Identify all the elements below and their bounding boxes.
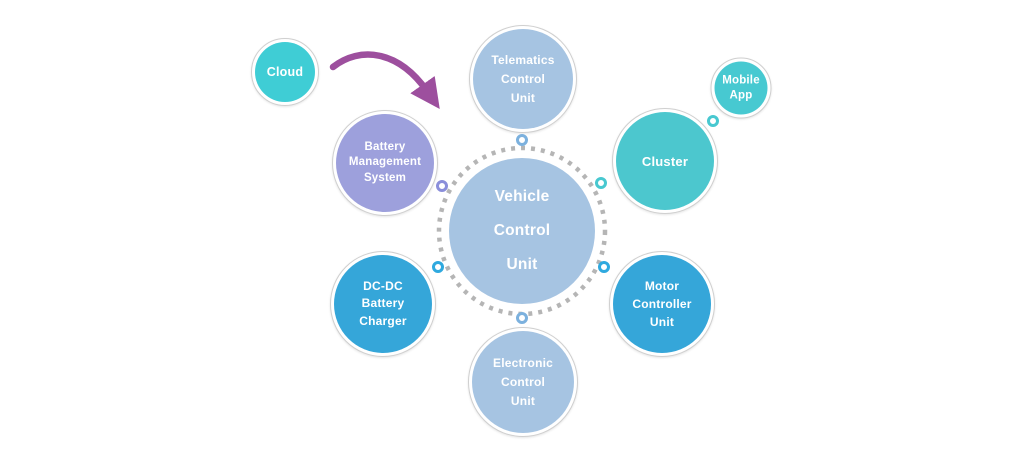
node-mobile-app-circle: Mobile App xyxy=(714,61,768,115)
node-vehicle-control-unit: Vehicle Control Unit xyxy=(449,158,595,304)
node-battery-label-line1: Battery xyxy=(364,140,406,153)
node-cloud: Cloud xyxy=(251,38,319,106)
node-cloud-circle: Cloud xyxy=(255,42,315,102)
node-ecu-label-line1: Electronic xyxy=(492,355,554,370)
node-ecu-circle: Electronic Control Unit xyxy=(472,331,574,433)
node-motor-circle: Motor Controller Unit xyxy=(613,255,711,353)
connector-ring-mobile-app xyxy=(707,115,719,127)
node-battery-label-line2: Management xyxy=(348,156,422,169)
node-vehicle-control-unit-label-line1: Vehicle xyxy=(494,188,550,205)
connector-ring-top xyxy=(516,134,528,146)
node-cloud-label: Cloud xyxy=(266,65,304,79)
node-vehicle-control-unit-label-line2: Control xyxy=(493,222,551,239)
node-motor-label-line3: Unit xyxy=(649,315,675,329)
node-vehicle-control-unit-circle: Vehicle Control Unit xyxy=(449,158,595,304)
node-motor-label-line1: Motor xyxy=(644,279,680,293)
node-telematics-label-line3: Unit xyxy=(510,90,536,105)
node-cluster-label: Cluster xyxy=(641,153,689,169)
node-dcdc-label-line3: Charger xyxy=(359,313,407,328)
connector-ring-right xyxy=(595,177,607,189)
node-dcdc-battery-charger: DC-DC Battery Charger xyxy=(330,251,436,357)
connector-ring-bottom-left xyxy=(432,261,444,273)
node-battery-circle: Battery Management System xyxy=(336,114,434,212)
connector-ring-bottom xyxy=(516,312,528,324)
node-telematics-label-line2: Control xyxy=(500,71,546,86)
node-ecu-label-line2: Control xyxy=(500,374,546,389)
node-electronic-control-unit: Electronic Control Unit xyxy=(468,327,578,437)
arrow-curve xyxy=(329,51,440,110)
node-telematics-circle: Telematics Control Unit xyxy=(473,29,573,129)
node-mobile-app-label-line1: Mobile xyxy=(722,74,760,86)
connector-ring-bottom-right xyxy=(598,261,610,273)
node-mobile-app: Mobile App xyxy=(710,57,772,119)
node-ecu-label-line3: Unit xyxy=(510,393,536,408)
node-telematics-control-unit: Telematics Control Unit xyxy=(469,25,577,133)
node-dcdc-label-line1: DC-DC xyxy=(363,278,403,293)
node-battery-label-line3: System xyxy=(363,171,407,184)
node-telematics-label-line1: Telematics xyxy=(491,52,555,67)
node-mobile-app-label-line2: App xyxy=(729,89,753,101)
node-motor-controller-unit: Motor Controller Unit xyxy=(609,251,715,357)
connector-ring-left xyxy=(436,180,448,192)
node-dcdc-label-line2: Battery xyxy=(361,296,405,311)
node-vehicle-control-unit-label-line3: Unit xyxy=(506,256,538,273)
node-cluster: Cluster xyxy=(612,108,718,214)
node-cluster-circle: Cluster xyxy=(616,112,714,210)
node-motor-label-line2: Controller xyxy=(632,297,692,311)
node-dcdc-circle: DC-DC Battery Charger xyxy=(334,255,432,353)
node-battery-management-system: Battery Management System xyxy=(332,110,438,216)
